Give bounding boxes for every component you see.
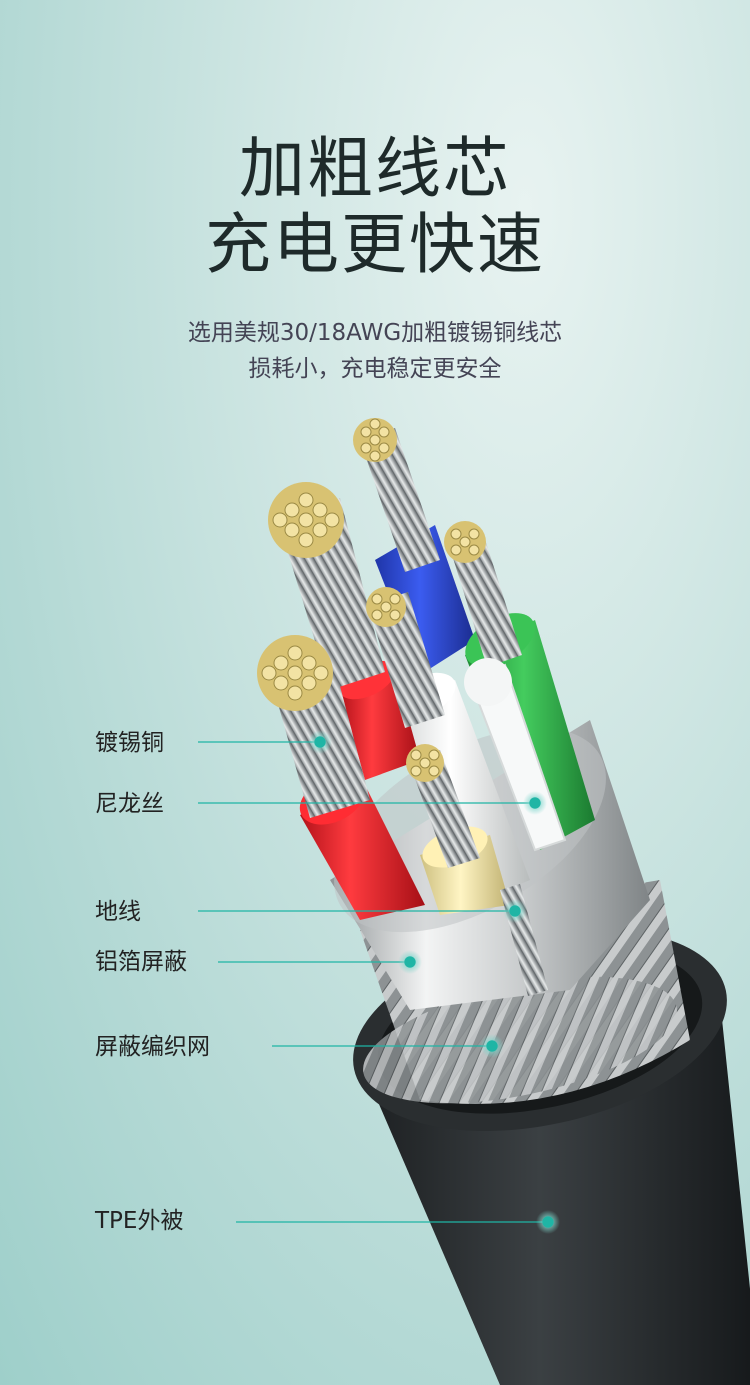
label-tpe-jacket: TPE外被	[95, 1208, 184, 1234]
hero-title-line2: 充电更快速	[205, 206, 545, 283]
hero-title-line1: 加粗线芯	[239, 130, 511, 207]
label-ground: 地线	[95, 899, 141, 925]
hero-subtitle-line2: 损耗小，充电稳定更安全	[248, 356, 502, 382]
label-braid-shield: 屏蔽编织网	[95, 1034, 210, 1060]
label-foil-shield: 铝箔屏蔽	[95, 949, 187, 975]
strand-wire-ends	[261, 418, 480, 777]
label-nylon: 尼龙丝	[95, 791, 164, 817]
hero-subtitle-line1: 选用美规30/18AWG加粗镀锡铜线芯	[187, 320, 563, 346]
callouts	[198, 730, 560, 1234]
label-tinned-copper: 镀锡铜	[95, 730, 164, 756]
